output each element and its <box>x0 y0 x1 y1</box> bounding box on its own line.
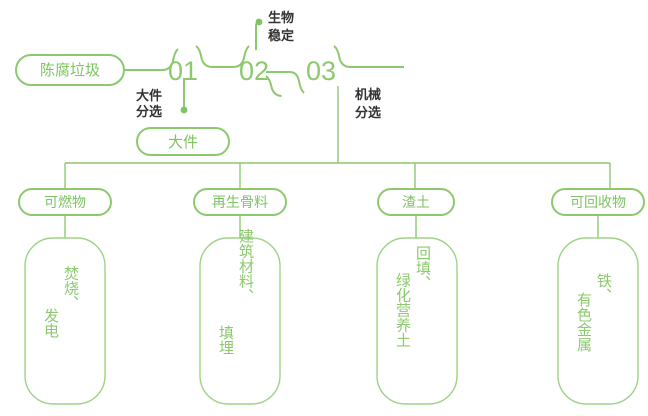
output-1-detail-col-left: 发电 <box>42 308 60 338</box>
stage-01-note-line2: 分选 <box>136 104 162 120</box>
stage-02-group[interactable]: 02 <box>233 45 282 97</box>
stage-03-number: 03 <box>306 56 336 86</box>
output-3-detail-col-right: 回填、 <box>414 246 432 291</box>
bulky-output-pill-shape <box>136 127 230 156</box>
output-2-detail-box <box>199 237 281 405</box>
stage-03-arc-right <box>333 45 350 68</box>
output-3-pill-label: 渣土 <box>402 195 430 211</box>
stage-02-note-line1: 生物 <box>268 10 294 26</box>
output-3-detail-box <box>376 237 458 405</box>
bulky-output-pill-label: 大件 <box>168 133 198 151</box>
stage-01-group[interactable]: 01 <box>162 45 212 86</box>
stage-03-arc-left <box>288 70 305 94</box>
stage-03-note: 机械 分选 <box>355 87 381 121</box>
stage-03-group[interactable]: 03 <box>288 45 404 94</box>
stage-02-note-line2: 稳定 <box>268 28 294 44</box>
bulky-output-pill-group[interactable]: 大件 <box>136 127 230 156</box>
stage-02-number: 02 <box>239 56 269 86</box>
source-pill-group[interactable]: 陈腐垃圾 <box>15 54 125 86</box>
output-4-detail-box <box>557 237 639 405</box>
output-1-detail-col-right: 焚烧、 <box>62 266 80 311</box>
output-4-detail-col-right: 铁、 <box>595 273 613 303</box>
stage-02-note: 生物 稳定 <box>268 10 294 44</box>
output-1-pill-label: 可燃物 <box>44 194 86 211</box>
stage-02-arc-right <box>265 75 282 97</box>
output-4-detail-col-left: 有色金属 <box>575 292 593 352</box>
output-1-group[interactable]: 可燃物 焚烧、 发电 <box>18 188 112 405</box>
output-2-pill-label: 再生骨料 <box>212 195 268 211</box>
output-4-group[interactable]: 可回收物 铁、 有色金属 <box>551 188 645 405</box>
output-2-detail-col-right: 建筑材料、 <box>237 229 255 304</box>
stage-03-note-line2: 分选 <box>355 105 381 121</box>
stage-02-note-dot <box>255 18 263 26</box>
stage-02-arc-left <box>233 45 250 68</box>
output-3-detail-col-left: 绿化营养土 <box>394 273 412 348</box>
output-1-detail-box <box>24 237 106 405</box>
output-4-pill-label: 可回收物 <box>570 195 626 211</box>
output-2-detail-col-left: 填埋 <box>217 325 235 355</box>
stage-03-note-line1: 机械 <box>355 87 381 103</box>
stage-01-note: 大件 分选 <box>136 88 162 120</box>
source-pill-label: 陈腐垃圾 <box>40 61 100 79</box>
output-3-group[interactable]: 渣土 回填、 绿化营养土 <box>376 188 458 405</box>
output-2-group[interactable]: 再生骨料 建筑材料、 填埋 <box>193 188 287 405</box>
stage-01-arc-right <box>195 45 212 68</box>
bulky-branch-dot <box>180 106 188 114</box>
connector-stage02-note-riser <box>255 21 261 50</box>
stage-01-arc-left <box>162 48 179 71</box>
stage-01-note-line1: 大件 <box>136 88 162 104</box>
